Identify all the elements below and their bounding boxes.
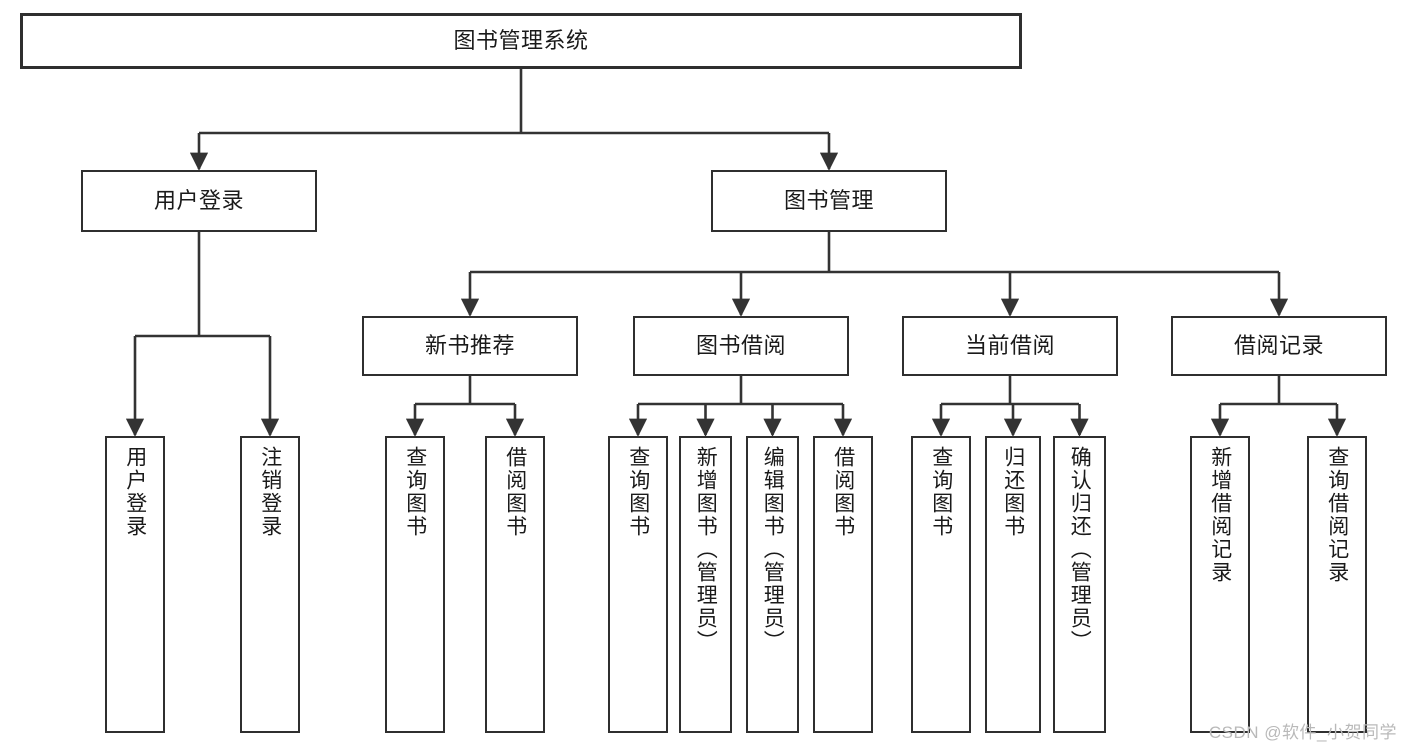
node-label: 查询借阅记录: [1325, 446, 1349, 584]
node-leaf-rec-query[interactable]: 查询借阅记录: [1307, 436, 1367, 733]
node-bookmgmt[interactable]: 图书管理: [711, 170, 947, 232]
node-label: 查询图书: [626, 446, 650, 538]
node-label: 借阅图书: [831, 446, 855, 538]
node-leaf-user-logout[interactable]: 注销登录: [240, 436, 300, 733]
node-leaf-nb-borrow[interactable]: 借阅图书: [485, 436, 545, 733]
node-label: 借阅记录: [1233, 333, 1324, 359]
node-label: 编辑图书（管理员）: [761, 446, 785, 653]
node-label: 查询图书: [403, 446, 427, 538]
node-label: 图书借阅: [695, 333, 786, 359]
node-leaf-bo-query[interactable]: 查询图书: [608, 436, 668, 733]
node-label: 新增图书（管理员）: [694, 446, 718, 653]
node-leaf-nb-query[interactable]: 查询图书: [385, 436, 445, 733]
node-leaf-bo-edit[interactable]: 编辑图书（管理员）: [746, 436, 799, 733]
watermark-label: CSDN @软件_小贺同学: [1208, 723, 1397, 742]
node-borrow[interactable]: 图书借阅: [633, 316, 849, 376]
node-leaf-user-login[interactable]: 用户登录: [105, 436, 165, 733]
node-current[interactable]: 当前借阅: [902, 316, 1118, 376]
node-label: 借阅图书: [503, 446, 527, 538]
node-leaf-cur-confirm[interactable]: 确认归还（管理员）: [1053, 436, 1106, 733]
node-login[interactable]: 用户登录: [81, 170, 317, 232]
node-leaf-cur-return[interactable]: 归还图书: [985, 436, 1041, 733]
connector-lines: [125, 69, 1347, 437]
node-leaf-bo-add[interactable]: 新增图书（管理员）: [679, 436, 732, 733]
node-label: 图书管理: [783, 188, 874, 214]
node-label: 图书管理系统: [453, 28, 589, 54]
node-leaf-cur-query[interactable]: 查询图书: [911, 436, 971, 733]
node-label: 新书推荐: [424, 333, 515, 359]
node-label: 确认归还（管理员）: [1068, 446, 1092, 653]
node-label: 当前借阅: [964, 333, 1055, 359]
node-root[interactable]: 图书管理系统: [20, 13, 1022, 69]
node-newbook[interactable]: 新书推荐: [362, 316, 578, 376]
node-leaf-bo-borrow[interactable]: 借阅图书: [813, 436, 873, 733]
node-records[interactable]: 借阅记录: [1171, 316, 1387, 376]
node-leaf-rec-add[interactable]: 新增借阅记录: [1190, 436, 1250, 733]
node-label: 新增借阅记录: [1208, 446, 1232, 584]
node-label: 用户登录: [123, 446, 147, 538]
node-label: 注销登录: [258, 446, 282, 538]
node-label: 查询图书: [929, 446, 953, 538]
node-label: 用户登录: [153, 188, 244, 214]
node-label: 归还图书: [1001, 446, 1025, 538]
